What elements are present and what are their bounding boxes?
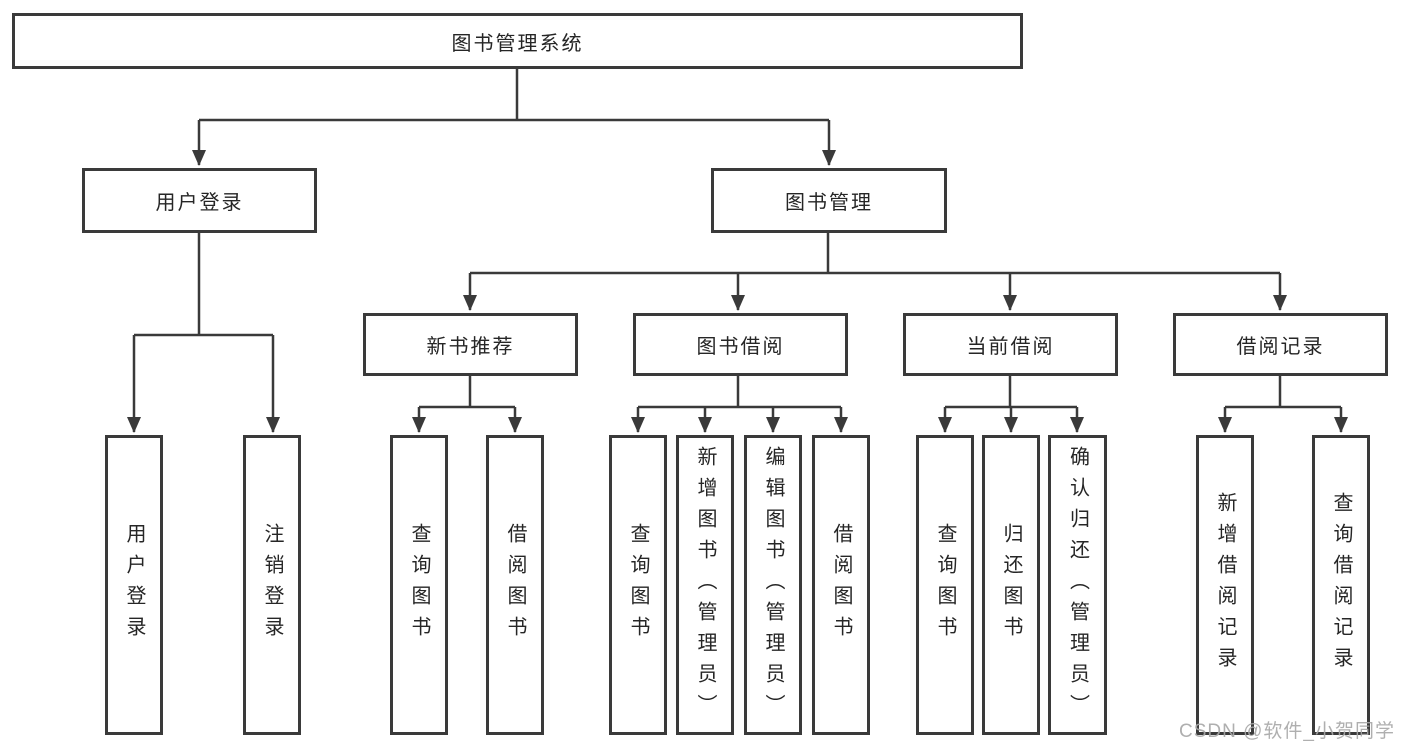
node-label: 注销登录 — [261, 523, 283, 647]
node-label: 用户登录 — [155, 192, 244, 214]
node-label: 当前借阅 — [966, 336, 1055, 358]
node-leaf-add-book-admin: 新增图书（管理员） — [676, 435, 734, 735]
node-leaf-query-books: 查询图书 — [609, 435, 667, 735]
node-book-borrowing: 图书借阅 — [633, 313, 848, 376]
node-label: 借阅图书 — [830, 523, 852, 647]
node-new-book-recommendation: 新书推荐 — [363, 313, 578, 376]
node-leaf-query-borrow-record: 查询借阅记录 — [1312, 435, 1370, 735]
node-label: 图书管理 — [785, 192, 873, 214]
node-label: 借阅记录 — [1236, 336, 1325, 358]
node-leaf-add-borrow-record: 新增借阅记录 — [1196, 435, 1254, 735]
node-label: 新增图书（管理员） — [694, 445, 716, 725]
node-label: 确认归还（管理员） — [1066, 445, 1089, 725]
node-book-management-branch: 图书管理 — [711, 168, 947, 233]
node-label: 借阅图书 — [504, 523, 526, 647]
node-user-login-branch: 用户登录 — [82, 168, 317, 233]
node-label: 图书管理系统 — [451, 32, 584, 55]
node-leaf-logout: 注销登录 — [243, 435, 301, 735]
node-label: 用户登录 — [123, 523, 145, 647]
node-label: 图书借阅 — [696, 336, 785, 358]
node-current-borrowing: 当前借阅 — [903, 313, 1118, 376]
node-label: 查询图书 — [408, 523, 430, 647]
node-leaf-user-login: 用户登录 — [105, 435, 163, 735]
csdn-watermark: CSDN @软件_小贺同学 — [1179, 721, 1395, 742]
node-leaf-return-books: 归还图书 — [982, 435, 1040, 735]
node-label: 编辑图书（管理员） — [762, 445, 784, 725]
node-label: 查询图书 — [934, 523, 956, 647]
node-leaf-borrow-books: 借阅图书 — [486, 435, 544, 735]
node-leaf-query-books: 查询图书 — [390, 435, 448, 735]
node-library-management-system: 图书管理系统 — [12, 13, 1023, 69]
node-label: 新增借阅记录 — [1214, 492, 1236, 678]
node-leaf-borrow-books: 借阅图书 — [812, 435, 870, 735]
node-label: 新书推荐 — [426, 336, 515, 358]
node-label: 归还图书 — [1000, 523, 1022, 647]
node-leaf-edit-book-admin: 编辑图书（管理员） — [744, 435, 802, 735]
node-leaf-query-books: 查询图书 — [916, 435, 974, 735]
node-label: 查询借阅记录 — [1330, 492, 1352, 678]
node-leaf-confirm-return-admin: 确认归还（管理员） — [1048, 435, 1107, 735]
node-label: 查询图书 — [627, 523, 649, 647]
node-borrowing-records: 借阅记录 — [1173, 313, 1388, 376]
